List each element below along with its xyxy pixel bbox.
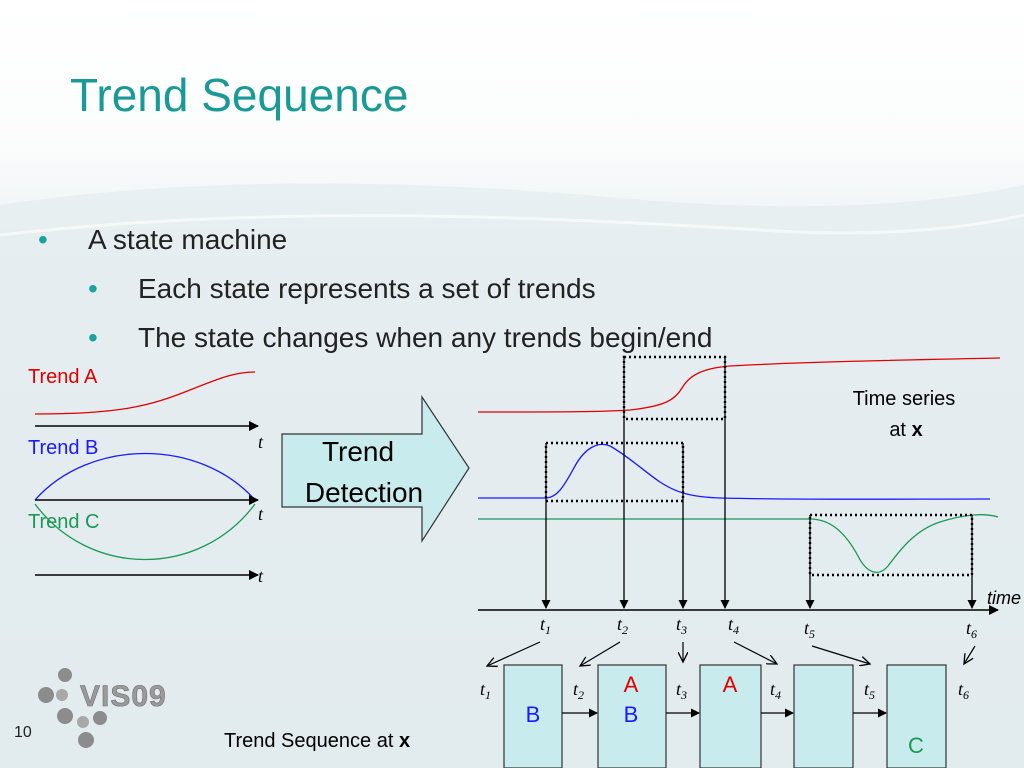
- t1-connector-arrow: [487, 641, 541, 666]
- trend-a-curve: [34, 371, 256, 415]
- bullet-glyph: •: [38, 224, 48, 255]
- time-axis-label: time: [987, 588, 1021, 608]
- bullet-text: Each state represents a set of trends: [138, 273, 596, 304]
- transition-label-t1: t1: [480, 679, 491, 702]
- tick-label-t5: t5: [804, 618, 815, 641]
- bullet-glyph: •: [88, 273, 98, 304]
- state-box-5: [886, 664, 947, 768]
- trend-b-highlight: [544, 441, 685, 503]
- t-axis-label: t: [258, 566, 264, 586]
- series-blue: [478, 443, 991, 500]
- bullet-text: The state changes when any trends begin/…: [138, 322, 713, 353]
- transition-label-t3: t3: [676, 679, 687, 702]
- state-1-trend-b: B: [526, 702, 541, 727]
- t-axis-label: t: [258, 504, 264, 524]
- tick-label-t2: t2: [617, 614, 628, 637]
- trend-detection-label: Trend: [322, 436, 394, 467]
- bullet-text: A state machine: [88, 224, 288, 255]
- trend-a-highlight: [622, 355, 727, 421]
- transition-label-t5: t5: [864, 679, 875, 702]
- state-box-1: [503, 664, 563, 768]
- state-box-4: [793, 664, 854, 768]
- sequence-caption: Trend Sequence at x: [224, 730, 410, 752]
- bullet-glyph: •: [88, 322, 98, 353]
- series-label: at x: [889, 419, 922, 441]
- t5-connector-arrow: [811, 645, 870, 664]
- bullet-level1: • A state machine: [38, 224, 287, 256]
- bullet-level2: • The state changes when any trends begin…: [88, 322, 712, 354]
- transition-label-t2: t2: [573, 679, 584, 702]
- state-2-trend-b: B: [624, 702, 639, 727]
- trend-c-curve: [34, 503, 256, 561]
- tick-label-t6: t6: [966, 618, 977, 641]
- trend-detection-arrow: [281, 395, 470, 544]
- transition-label-t4: t4: [770, 679, 781, 702]
- state-5-trend-c: C: [908, 733, 924, 758]
- series-label: Time series: [853, 388, 956, 410]
- slide-title: Trend Sequence: [70, 69, 409, 121]
- t2-connector-arrow: [580, 641, 621, 666]
- state-box-3: [699, 664, 762, 768]
- logo-text: VIS09: [80, 680, 167, 713]
- state-2-trend-a: A: [624, 672, 639, 697]
- trend-b-curve: [34, 453, 256, 501]
- trend-b-label: Trend B: [28, 437, 98, 459]
- series-red: [477, 357, 1001, 413]
- tick-label-t4: t4: [728, 614, 739, 637]
- series-green: [478, 514, 999, 573]
- tick-label-t1: t1: [540, 614, 551, 637]
- vis09-logo: VIS09: [38, 668, 167, 748]
- bullet-level2: • Each state represents a set of trends: [88, 273, 596, 305]
- t4-connector-arrow: [733, 641, 777, 664]
- trend-c-label: Trend C: [28, 511, 100, 533]
- transition-label-t6: t6: [958, 679, 969, 702]
- t-axis-label: t: [258, 432, 264, 452]
- trend-c-highlight: [808, 513, 974, 577]
- t6-connector-arrow: [964, 645, 976, 664]
- state-box-2: [597, 664, 667, 768]
- trend-detection-label: Detection: [305, 477, 423, 508]
- slide-number: 10: [14, 724, 32, 741]
- state-3-trend-a: A: [723, 672, 738, 697]
- trend-a-label: Trend A: [28, 366, 98, 388]
- tick-label-t3: t3: [676, 614, 687, 637]
